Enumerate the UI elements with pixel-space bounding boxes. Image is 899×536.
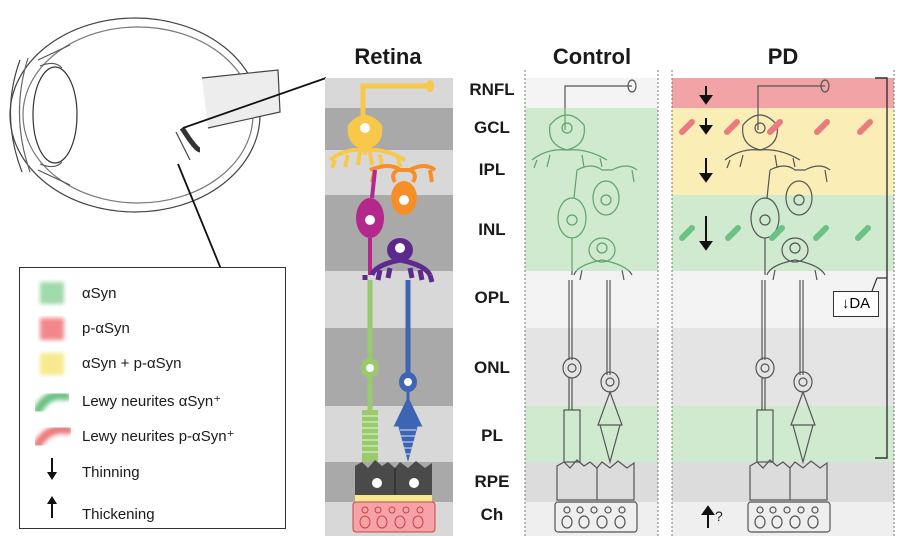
zoom-line-bottom [177, 163, 231, 290]
control-column-bands [525, 78, 658, 536]
legend-swatch-lewy-asyn [33, 390, 71, 415]
legend-swatch-pasyn [40, 318, 64, 340]
optic-nerve [201, 69, 281, 129]
pd-column-title: PD [767, 44, 799, 69]
choroid-layer [352, 501, 436, 533]
legend-label-thinning: Thinning [82, 464, 140, 481]
layer-label-gcl: GCL [474, 118, 510, 137]
pd-thickening-arrow [701, 505, 715, 528]
layer-label-ipl: IPL [478, 160, 506, 179]
layer-label-rpe: RPE [474, 472, 510, 491]
legend-label-pasyn: p-αSyn [82, 320, 130, 337]
layer-label-pl: PL [481, 426, 503, 445]
dopamine-decrease-box: ↓DA [833, 291, 879, 317]
rpe-layer [355, 460, 432, 502]
pd-thinning-arrows [699, 86, 713, 251]
ganglion-cell [328, 80, 434, 169]
retina-layers-diagram [325, 70, 895, 536]
legend-thinning-arrow-icon [47, 458, 57, 480]
legend-label-lewy-pasyn: Lewy neurites p-αSyn⁺ [82, 428, 235, 445]
retina-column-title: Retina [354, 44, 422, 69]
legend-label-both: αSyn + p-αSyn [82, 355, 182, 372]
legend-thickening-arrow-icon [47, 496, 57, 518]
legend-box [19, 267, 286, 529]
control-column-title: Control [552, 44, 632, 69]
legend-label-asyn: αSyn [82, 285, 117, 302]
pd-right-bracket [875, 77, 888, 459]
horizontal-cell [362, 238, 435, 283]
uncertain-mark: ? [715, 508, 723, 524]
eye-lens [32, 66, 78, 164]
legend-label-lewy-asyn: Lewy neurites αSyn⁺ [82, 393, 222, 410]
colored-retina-cells [328, 80, 437, 533]
layer-label-opl: OPL [474, 288, 510, 307]
legend-swatch-lewy-pasyn [33, 424, 73, 449]
rod-cell [361, 280, 379, 462]
eye-cornea [9, 59, 23, 173]
legend-swatch-asyn [40, 282, 64, 304]
legend-label-thickening: Thickening [82, 506, 155, 523]
layer-label-rnfl: RNFL [469, 80, 515, 99]
eye-illustration [9, 17, 327, 290]
layer-label-ch: Ch [480, 505, 504, 524]
layer-label-onl: ONL [474, 358, 510, 377]
pd-column-bands [672, 78, 894, 536]
cone-cell [393, 280, 423, 462]
pd-lewy-neurites [679, 119, 873, 241]
legend-swatch-both [40, 353, 64, 375]
bipolar-cell [356, 169, 384, 275]
da-pointer-line [871, 277, 887, 292]
layer-label-inl: INL [478, 220, 506, 239]
zoom-line-top [182, 77, 327, 129]
